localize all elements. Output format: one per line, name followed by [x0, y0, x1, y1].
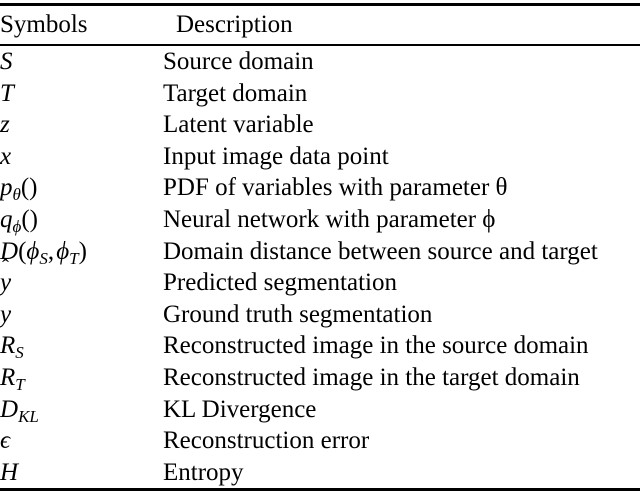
description-cell: Source domain — [163, 48, 314, 75]
description-cell: Latent variable — [163, 111, 314, 139]
table-row: S Source domain — [0, 46, 640, 78]
symbol-cell: RS — [0, 332, 24, 363]
top-rule — [0, 3, 640, 6]
notation-table: Symbols Description — [0, 6, 640, 44]
symbol-cell: DKL — [0, 395, 39, 426]
mid-rule — [0, 44, 640, 46]
description-cell: Entropy — [163, 458, 244, 486]
symbol-cell: z — [0, 111, 10, 139]
description-cell: PDF of variables with parameter θ — [163, 174, 508, 202]
column-header-symbols: Symbols — [0, 11, 88, 38]
description-cell: Reconstruction error — [163, 427, 370, 455]
symbol-cell: H — [0, 458, 19, 486]
column-header-description: Description — [176, 11, 293, 38]
description-cell: Target domain — [163, 79, 308, 107]
table-row: D(ϕS, ϕT) Domain distance between source… — [0, 236, 640, 268]
table-row: RT Reconstructed image in the target dom… — [0, 362, 640, 394]
symbol-cell: D(ϕS, ϕT) — [0, 237, 87, 268]
symbol-cell: T — [0, 79, 14, 107]
symbol-cell: pθ() — [0, 174, 38, 205]
table-header-row: Symbols Description — [0, 6, 640, 44]
notation-table-body: S Source domain T Target domain z Latent… — [0, 46, 640, 488]
description-cell: KL Divergence — [163, 395, 317, 423]
symbol-cell: ϵ — [0, 427, 11, 455]
table-row: x Input image data point — [0, 141, 640, 173]
table-row: DKL KL Divergence — [0, 394, 640, 426]
description-cell: Input image data point — [163, 142, 389, 170]
symbol-cell: S — [0, 48, 13, 75]
symbol-cell: qϕ() — [0, 205, 38, 236]
table-row: pθ() PDF of variables with parameter θ — [0, 172, 640, 204]
table-row: H Entropy — [0, 457, 640, 489]
table-row: y Ground truth segmentation — [0, 299, 640, 331]
table-row: qϕ() Neural network with parameter ϕ — [0, 204, 640, 236]
description-cell: Reconstructed image in the source domain — [163, 332, 589, 360]
bottom-rule — [0, 488, 640, 492]
table-row: T Target domain — [0, 78, 640, 110]
table-row: ϵ Reconstruction error — [0, 425, 640, 457]
symbol-cell: x — [0, 142, 12, 170]
description-cell: Ground truth segmentation — [163, 300, 433, 328]
table-row: ̂y Predicted segmentation — [0, 267, 640, 299]
description-cell: Predicted segmentation — [163, 269, 397, 297]
description-cell: Reconstructed image in the target domain — [163, 363, 580, 391]
table-row: z Latent variable — [0, 109, 640, 141]
table-row: RS Reconstructed image in the source dom… — [0, 330, 640, 362]
symbol-cell: RT — [0, 363, 25, 394]
notation-table-figure: Symbols Description S Source domain T Ta… — [0, 3, 640, 498]
symbol-cell: y — [0, 300, 12, 328]
symbol-cell: ̂y — [0, 269, 12, 297]
description-cell: Domain distance between source and targe… — [163, 237, 598, 265]
description-cell: Neural network with parameter ϕ — [163, 205, 496, 233]
